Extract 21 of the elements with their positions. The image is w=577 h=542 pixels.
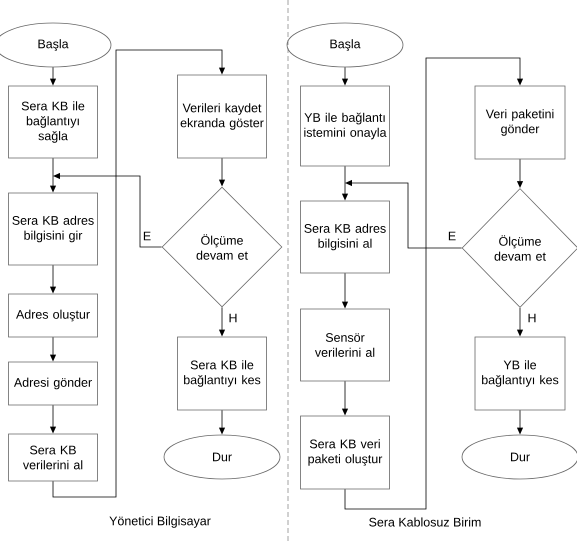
process-box: Veri paketini gönder xyxy=(474,86,566,160)
column-caption: Sera Kablosuz Birim xyxy=(369,517,481,527)
arrow xyxy=(52,50,226,498)
process-box: Adres oluştur xyxy=(8,294,98,338)
edge-label: E xyxy=(446,230,458,242)
process-box: Sera KB adres bilgisini al xyxy=(300,200,390,274)
process-box: Sera KB ile bağlantıyı sağla xyxy=(8,86,98,158)
edge-label: E xyxy=(142,230,152,242)
edge-label: H xyxy=(526,312,538,324)
process-box: Sera KB veri paketi oluştur xyxy=(300,416,390,490)
process-box: Sera KB adres bilgisini gir xyxy=(8,192,98,266)
process-box: Adresi gönder xyxy=(8,362,98,406)
process-box: YB ile bağlantı istemini onayla xyxy=(300,86,390,166)
process-box: Sera KB verilerini al xyxy=(8,434,98,482)
edge-label: H xyxy=(228,312,238,324)
column-caption: Yönetici Bilgisayar xyxy=(109,516,211,528)
process-box: YB ile bağlantıyı kes xyxy=(474,336,566,410)
process-box: Sensör verilerini al xyxy=(300,308,390,382)
arrow xyxy=(344,58,524,510)
process-box: Sera KB ile bağlantıyı kes xyxy=(177,336,267,410)
process-box: Verileri kaydet ekranda göster xyxy=(177,74,267,158)
